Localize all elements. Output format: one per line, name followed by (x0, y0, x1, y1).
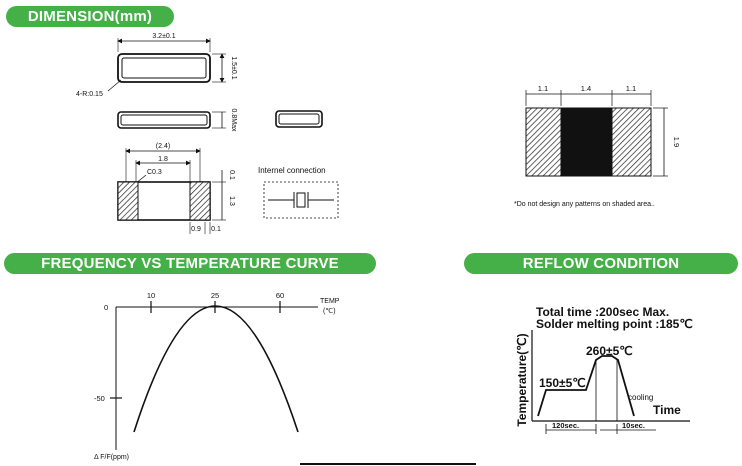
pattern-d2: 1.4 (581, 84, 591, 93)
pattern-d1: 1.1 (538, 84, 548, 93)
y-zero-label: 0 (104, 303, 108, 312)
pad-right (611, 107, 652, 177)
chamfer-label: C0.3 (147, 169, 162, 176)
y-min-label: -50 (94, 394, 105, 403)
reflow-profile: Total time :200sec Max. Solder melting p… (515, 305, 693, 434)
tick-25: 25 (211, 291, 219, 300)
t2-label: 10sec. (622, 421, 645, 430)
melting-text: Solder melting point :185℃ (536, 317, 693, 331)
pad-center (560, 107, 613, 177)
side-b-label: 1.3 (228, 196, 235, 206)
y-axis-label: Δ F/F(ppm) (94, 454, 129, 461)
dimension-header: DIMENSION(mm) (6, 6, 174, 27)
side-view: 0.8Max (117, 109, 323, 132)
frequency-header: FREQUENCY VS TEMPERATURE CURVE (4, 253, 376, 274)
side-a-label: 0.1 (228, 170, 235, 180)
frequency-curve: 10 25 60 TEMP (℃) 0 -50 Δ F/F(ppm) (94, 291, 340, 461)
parabola-curve (133, 305, 299, 433)
tick-10: 10 (147, 291, 155, 300)
temp-label: TEMP (320, 298, 340, 305)
bottom-view: (2.4) 1.8 C0.3 0.1 1.3 0.9 0.1 (117, 143, 235, 234)
height-label: 0.8Max (230, 109, 237, 132)
width-label: 1.5±0.1 (230, 56, 237, 79)
pattern-height: 1.9 (672, 137, 681, 147)
internal-connection-label: Internel connection (258, 166, 326, 175)
reflow-curve (537, 355, 635, 417)
pattern-d3: 1.1 (626, 84, 636, 93)
peak-text: 260±5℃ (586, 344, 633, 358)
total-time-text: Total time :200sec Max. (536, 305, 669, 319)
pitch-label: (2.4) (156, 143, 170, 150)
t1-label: 120sec. (552, 421, 579, 430)
pattern-note: *Do not design any patterns on shaded ar… (514, 201, 655, 208)
cooling-text: cooling (628, 393, 653, 402)
land-pattern: 1.1 1.4 1.1 1.9 *Do not design any patte… (514, 84, 681, 208)
reflow-header: REFLOW CONDITION (464, 253, 738, 274)
preheat-text: 150±5℃ (539, 376, 586, 390)
internal-connection: Internel connection (258, 166, 339, 219)
inner-label: 1.8 (158, 156, 168, 163)
length-label: 3.2±0.1 (152, 33, 175, 40)
pad-left (525, 107, 562, 177)
pad-width-label: 0.9 (191, 226, 201, 233)
tick-60: 60 (276, 291, 284, 300)
bottom-rule (300, 463, 476, 465)
reflow-y-label: Temperature(℃) (515, 333, 529, 426)
gap-label: 0.1 (211, 226, 221, 233)
corner-radius-label: 4-R:0.15 (76, 91, 103, 98)
temp-unit: (℃) (323, 308, 336, 315)
time-label: Time (653, 403, 681, 417)
top-view: 3.2±0.1 1.5±0.1 4-R:0.15 (76, 33, 237, 98)
